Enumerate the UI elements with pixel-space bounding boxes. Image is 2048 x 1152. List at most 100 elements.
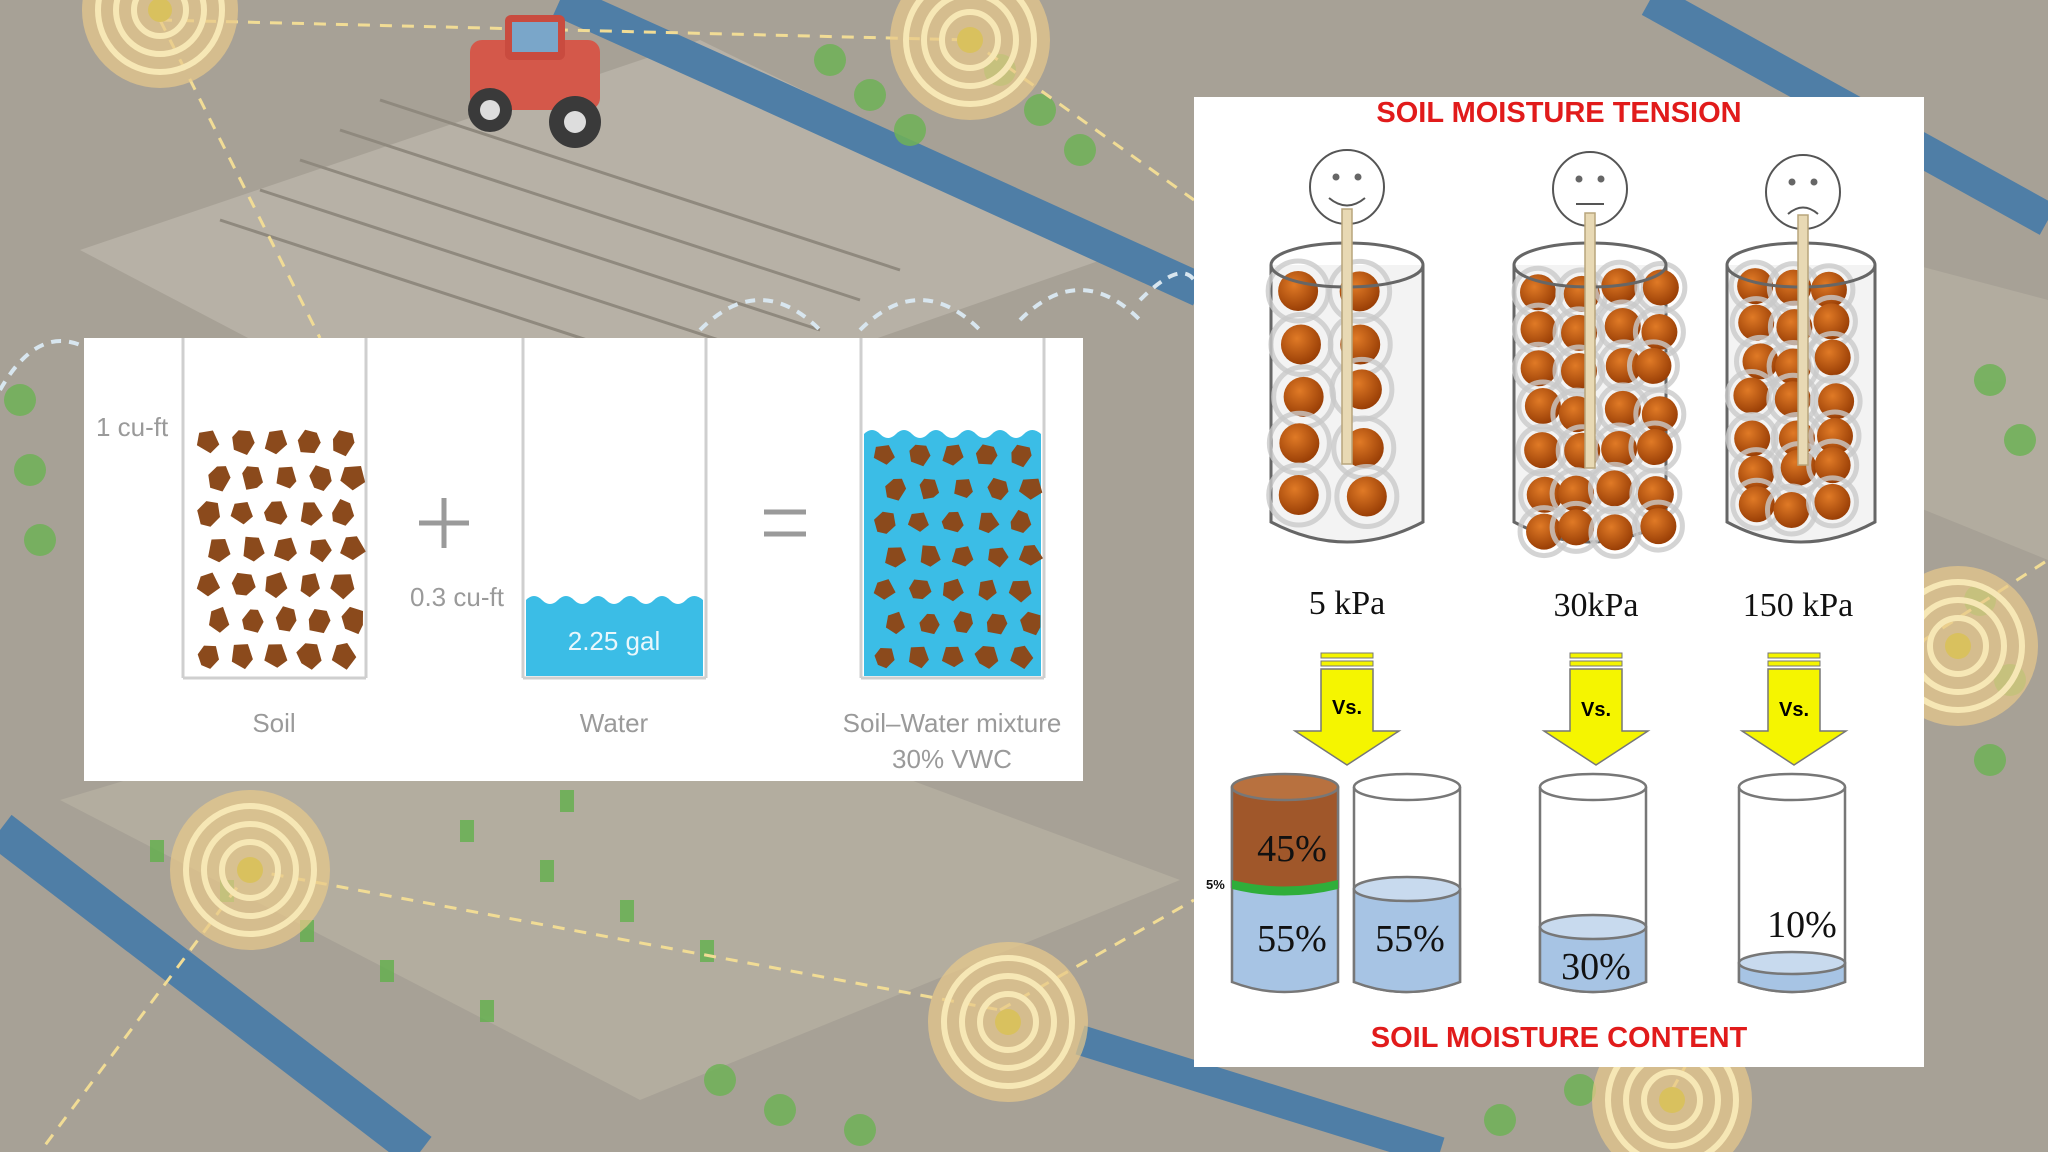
soil-chunk bbox=[340, 466, 366, 491]
soil-chunk bbox=[330, 574, 355, 600]
soil-particle bbox=[1814, 483, 1851, 520]
soil-chunk bbox=[885, 478, 907, 501]
soil-chunk bbox=[309, 465, 332, 491]
water-percent-label: 30% bbox=[1561, 946, 1631, 988]
water-film bbox=[1266, 410, 1332, 476]
soil-chunk bbox=[230, 502, 253, 525]
tractor-icon bbox=[468, 15, 601, 148]
soil-chunk bbox=[885, 547, 907, 568]
water-amount-label: 2.25 gal bbox=[567, 626, 661, 656]
beaker-water-55 bbox=[1352, 772, 1462, 994]
soil-particle bbox=[1738, 304, 1775, 341]
beaker-water-10 bbox=[1737, 772, 1847, 994]
soil-chunk bbox=[885, 611, 905, 635]
soil-chunk bbox=[208, 466, 231, 492]
soil-chunk bbox=[951, 546, 974, 567]
soil-chunk bbox=[264, 430, 288, 455]
soil-particle bbox=[1283, 376, 1324, 417]
soil-chunk bbox=[987, 477, 1009, 501]
soil-chunk bbox=[242, 466, 263, 490]
vwc-diagram-graphic bbox=[181, 338, 1046, 680]
soil-particle bbox=[1343, 427, 1384, 468]
soil-particle bbox=[1773, 491, 1810, 528]
straw bbox=[1797, 214, 1809, 466]
soil-chunk bbox=[297, 429, 321, 454]
soil-percent-label: 45% bbox=[1257, 828, 1327, 870]
water-percent-label: 55% bbox=[1257, 918, 1327, 960]
soil-chunk bbox=[941, 511, 964, 533]
soil-chunk bbox=[975, 444, 998, 465]
vs-label: Vs. bbox=[1331, 697, 1363, 719]
plus-sign bbox=[419, 498, 469, 548]
water-container bbox=[521, 338, 708, 680]
water-film bbox=[1588, 505, 1642, 559]
tension-cylinder-30kpa bbox=[1511, 241, 1688, 559]
happy-face-icon bbox=[1309, 149, 1385, 225]
soil-chunk bbox=[978, 579, 997, 601]
soil-chunk bbox=[953, 611, 973, 633]
soil-chunk bbox=[909, 579, 932, 600]
soil-label: Soil bbox=[252, 708, 296, 738]
soil-chunk bbox=[196, 430, 220, 454]
down-arrow-icon bbox=[1541, 652, 1651, 766]
soil-chunk bbox=[332, 499, 355, 526]
soil-chunk bbox=[1011, 444, 1032, 468]
mixture-label: Soil–Water mixture bbox=[842, 708, 1062, 738]
sad-face-icon bbox=[1765, 154, 1841, 230]
soil-chunk bbox=[274, 537, 297, 562]
soil-chunk bbox=[231, 572, 256, 596]
vwc-label: 30% VWC bbox=[892, 744, 1012, 774]
sensor-ring bbox=[170, 790, 330, 950]
soil-particle bbox=[1737, 268, 1774, 305]
soil-particle bbox=[1604, 308, 1641, 345]
soil-particle bbox=[1278, 271, 1319, 312]
soil-particle bbox=[1814, 339, 1851, 376]
soil-chunk bbox=[310, 539, 332, 563]
soil-particle bbox=[1346, 476, 1387, 517]
soil-particle bbox=[1814, 447, 1851, 484]
soil-chunk bbox=[988, 547, 1009, 568]
water-film bbox=[1805, 475, 1859, 529]
soil-chunk bbox=[909, 444, 931, 467]
tension-title: SOIL MOISTURE TENSION bbox=[1376, 97, 1742, 129]
soil-chunk bbox=[1008, 580, 1032, 603]
soil-chunk bbox=[243, 536, 265, 562]
straw bbox=[1341, 208, 1353, 465]
soil-chunk bbox=[954, 479, 973, 498]
soil-particle bbox=[1818, 383, 1855, 420]
soil-chunk bbox=[333, 430, 355, 457]
sensor-ring bbox=[890, 0, 1050, 120]
soil-chunk bbox=[874, 511, 896, 534]
water-film bbox=[1631, 499, 1685, 553]
soil-chunk bbox=[300, 502, 323, 526]
down-arrow-icon bbox=[1292, 652, 1402, 766]
pressure-label-30kpa: 30kPa bbox=[1553, 587, 1639, 624]
soil-chunk bbox=[942, 444, 964, 466]
vs-label: Vs. bbox=[1580, 699, 1612, 721]
soil-chunk bbox=[209, 606, 230, 633]
soil-chunk bbox=[331, 643, 357, 670]
soil-particle bbox=[1280, 324, 1321, 365]
mixture-container bbox=[859, 338, 1046, 680]
water-film bbox=[1266, 462, 1332, 528]
soil-particle bbox=[1520, 311, 1557, 348]
soil-chunk bbox=[308, 609, 331, 634]
soil-chunk bbox=[978, 512, 1000, 534]
soil-chunk bbox=[873, 445, 895, 465]
content-title: SOIL MOISTURE CONTENT bbox=[1370, 1022, 1748, 1054]
soil-particle bbox=[1604, 390, 1641, 427]
soil-chunk bbox=[920, 545, 941, 567]
pressure-label-150kpa: 150 kPa bbox=[1742, 587, 1854, 624]
water-film bbox=[1634, 261, 1688, 315]
water-film bbox=[1334, 464, 1400, 530]
soil-chunk bbox=[919, 478, 940, 500]
soil-chunk bbox=[231, 644, 253, 670]
soil-chunk bbox=[1018, 545, 1043, 566]
soil-chunk bbox=[300, 573, 320, 598]
sensor-ring bbox=[82, 0, 238, 88]
soil-container bbox=[181, 338, 368, 680]
soil-particle bbox=[1279, 423, 1320, 464]
vs-label: Vs. bbox=[1778, 699, 1810, 721]
soil-chunk bbox=[942, 578, 964, 602]
soil-particle bbox=[1524, 432, 1561, 469]
